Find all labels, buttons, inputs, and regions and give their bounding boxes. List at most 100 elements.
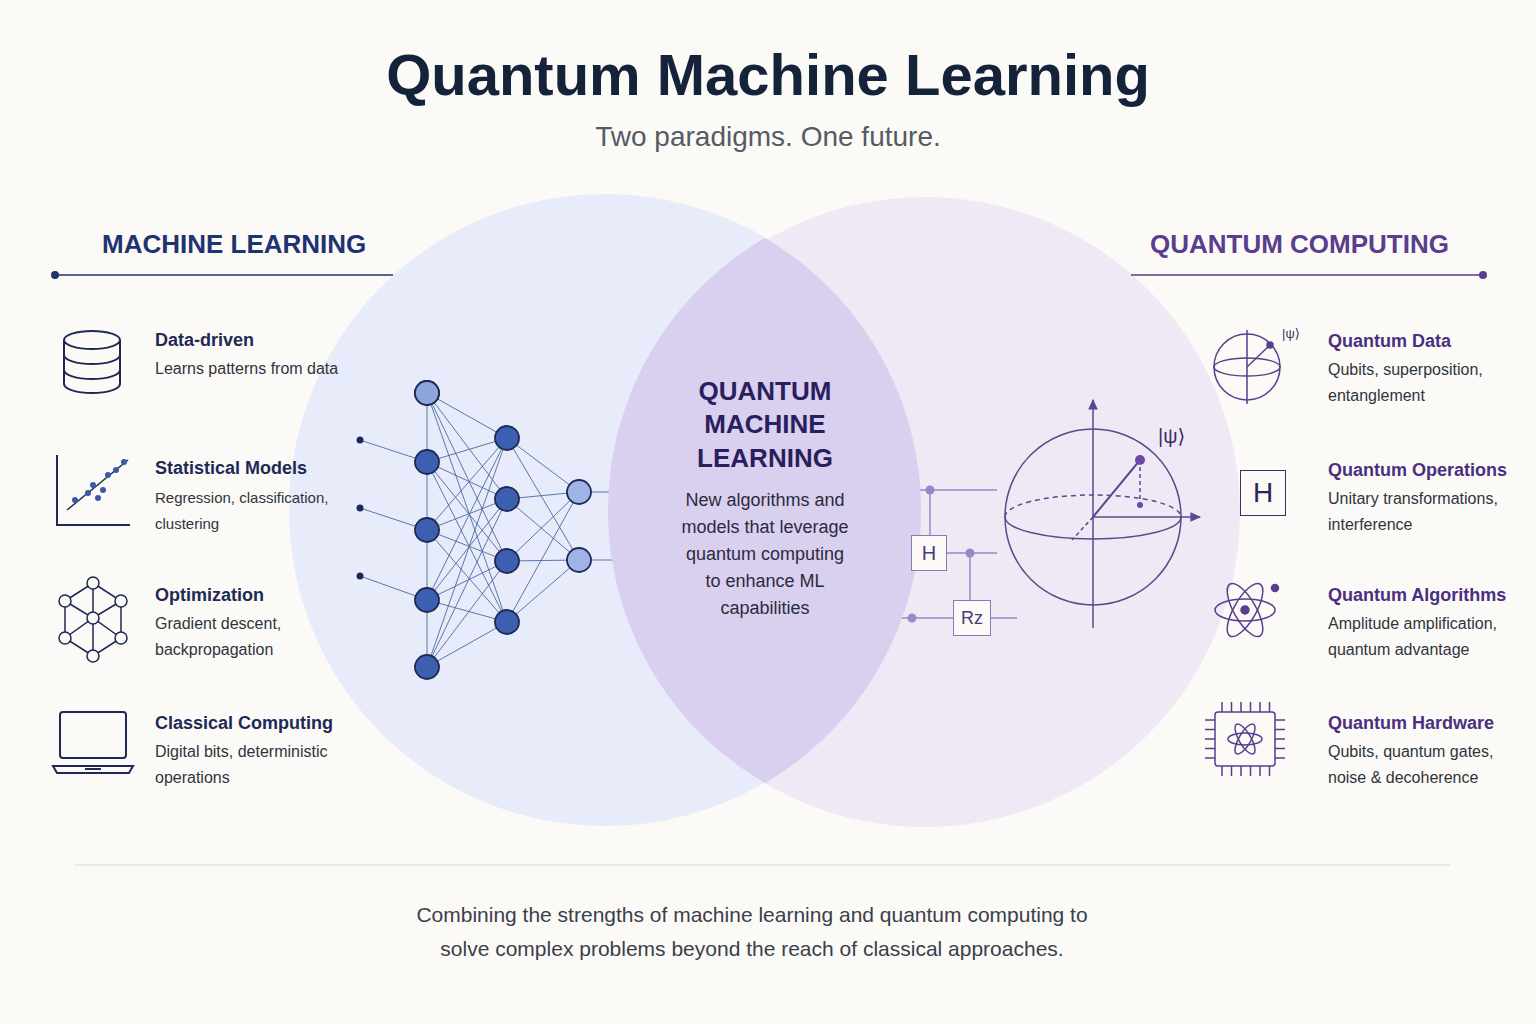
nn-link [427, 561, 507, 667]
item-heading: Optimization [155, 583, 264, 607]
chip-pin [1205, 748, 1215, 750]
section-heading: QUANTUM COMPUTING [1150, 227, 1449, 262]
gate-box: Rz [953, 600, 991, 636]
chip-icon [1231, 721, 1258, 756]
chip-pin [1275, 757, 1285, 759]
network-icon [87, 577, 99, 589]
neuron [567, 548, 591, 572]
nn-link [427, 393, 507, 622]
gate-label: H [922, 543, 936, 563]
chip-icon [1205, 702, 1285, 776]
chip-icon [1228, 733, 1262, 745]
chip-pin [1269, 702, 1271, 712]
scatter-icon [95, 495, 101, 501]
item-heading: Quantum Data [1328, 329, 1451, 353]
item-heading: Data-driven [155, 328, 254, 352]
nn-link [427, 438, 507, 530]
state-label: |ψ⟩ [1158, 423, 1185, 450]
scatter-icon [100, 487, 106, 493]
item-body: Gradient descent, backpropagation [155, 611, 340, 662]
atom-icon [1220, 579, 1269, 642]
nn-link [427, 393, 507, 561]
chip-pin [1231, 702, 1233, 712]
neuron [415, 518, 439, 542]
nn-link [427, 462, 507, 561]
gate-box: H [1240, 470, 1286, 516]
laptop-icon [85, 768, 101, 770]
item-body: Qubits, superposition, entanglement [1328, 357, 1518, 408]
scatter-icon [121, 459, 127, 465]
chip-pin [1231, 766, 1233, 776]
gate-label: Rz [961, 609, 983, 627]
chip-pin [1259, 766, 1261, 776]
bloch-sphere [1005, 400, 1200, 628]
control-dots [966, 549, 975, 558]
neural-network [357, 381, 631, 679]
bloch-sphere [1072, 517, 1093, 540]
bloch-sphere [1092, 400, 1094, 628]
state-dot [1135, 455, 1145, 465]
network-icon [87, 612, 99, 624]
neuron [415, 655, 439, 679]
nn-link [427, 622, 507, 667]
bloch-sphere [1093, 460, 1140, 517]
neuron [415, 381, 439, 405]
overlap-heading: QUANTUM MACHINE LEARNING [670, 375, 860, 475]
qubit-sphere-icon [1214, 330, 1280, 404]
section-heading: MACHINE LEARNING [102, 227, 366, 262]
qubit-sphere-icon [1247, 345, 1270, 367]
nn-link [507, 438, 579, 492]
neuron [495, 549, 519, 573]
laptop-icon [60, 712, 126, 758]
projection-dot [1137, 502, 1143, 508]
scatter-icon [85, 490, 91, 496]
nn-link [507, 560, 579, 622]
database-icon [64, 331, 120, 349]
chip-pin [1240, 766, 1242, 776]
network-icon [59, 632, 71, 644]
lens-text: QUANTUM MACHINE LEARNING New algorithms a… [665, 375, 865, 622]
rule-dot [51, 271, 59, 279]
network-icon [115, 595, 127, 607]
overlap-body: New algorithms and models that leverage … [680, 487, 850, 622]
bloch-sphere [1139, 460, 1141, 505]
chip-pin [1205, 729, 1215, 731]
network-icon [115, 632, 127, 644]
chip-pin [1221, 702, 1223, 712]
chip-icon [1205, 702, 1285, 776]
scatter-icon [67, 460, 128, 510]
nn-link [427, 499, 507, 667]
item-body: Regression, classification, clustering [155, 485, 345, 536]
heading-rule [55, 274, 393, 276]
input-dot [357, 437, 364, 444]
scatter-icon [72, 459, 127, 503]
item-body: Digital bits, deterministic operations [155, 739, 350, 790]
gate-label: H [1253, 479, 1273, 507]
laptop-icon [53, 712, 133, 773]
database-icon [64, 340, 120, 393]
control-dots [908, 614, 917, 623]
neuron [415, 381, 439, 405]
caption: Combining the strengths of machine learn… [402, 898, 1102, 965]
network-icon [65, 583, 121, 656]
title: Quantum Machine Learning [0, 40, 1536, 110]
state-label: |ψ⟩ [1282, 325, 1300, 343]
database-icon [64, 355, 120, 364]
database-icon [64, 331, 120, 393]
quantum-circuit [990, 617, 1017, 619]
quantum-circuit [969, 553, 971, 600]
database-icon [64, 370, 120, 379]
chip-pin [1205, 757, 1215, 759]
rule-dot [1479, 271, 1487, 279]
item-heading: Classical Computing [155, 711, 333, 735]
network-icon [59, 577, 127, 662]
neuron [495, 610, 519, 634]
nn-link [427, 561, 507, 600]
item-body: Learns patterns from data [155, 356, 340, 382]
chip-pin [1275, 748, 1285, 750]
input-dot [357, 573, 364, 580]
chip-pin [1269, 766, 1271, 776]
heading-rule [1131, 274, 1483, 276]
input-dot [357, 505, 364, 512]
nn-link [427, 393, 507, 499]
